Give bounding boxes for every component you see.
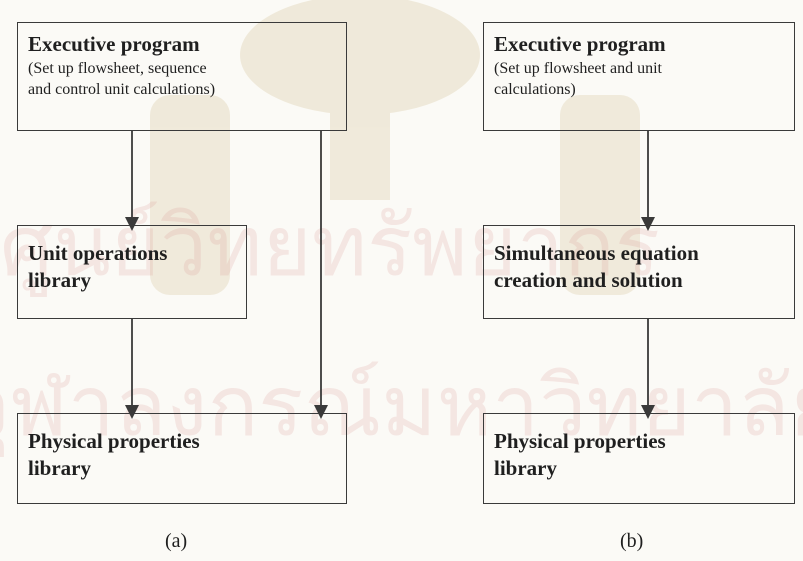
box-b-physprops-line1: Physical properties: [494, 429, 666, 453]
box-a-unit-operations-library: Unit operations library: [17, 225, 247, 319]
box-b-physical-properties-library: Physical properties library: [483, 413, 795, 504]
box-b-executive-line1: (Set up flowsheet and unit: [494, 60, 662, 77]
box-a-executive-line2: and control unit calculations): [28, 81, 216, 98]
box-a-unitops-line1: Unit operations: [28, 241, 168, 265]
caption-a: (a): [165, 530, 188, 552]
box-a-unitops-line2: library: [28, 268, 91, 292]
box-b-simul-line2: creation and solution: [494, 268, 683, 292]
box-b-executive-line2: calculations): [494, 81, 576, 98]
box-a-physical-properties-library: Physical properties library: [17, 413, 347, 504]
box-a-executive-program: Executive program (Set up flowsheet, seq…: [17, 22, 347, 131]
box-b-physprops-line2: library: [494, 456, 557, 480]
box-b-executive-title: Executive program: [494, 32, 666, 56]
box-a-executive-line1: (Set up flowsheet, sequence: [28, 60, 207, 77]
box-b-executive-program: Executive program (Set up flowsheet and …: [483, 22, 795, 131]
box-b-simul-line1: Simultaneous equation: [494, 241, 699, 265]
box-a-executive-title: Executive program: [28, 32, 200, 56]
box-a-physprops-line1: Physical properties: [28, 429, 200, 453]
box-a-physprops-line2: library: [28, 456, 91, 480]
caption-b: (b): [620, 530, 644, 552]
box-b-simultaneous-equation: Simultaneous equation creation and solut…: [483, 225, 795, 319]
